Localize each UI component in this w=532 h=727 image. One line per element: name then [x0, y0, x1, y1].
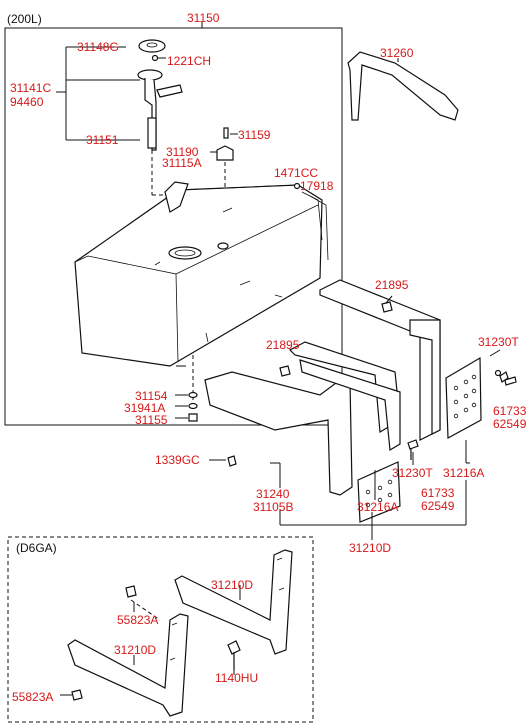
d6ga-strap-rear [174, 549, 293, 655]
part-label-31216a-right[interactable]: 31216A [443, 466, 485, 480]
part-label-31148g[interactable]: 31148G [77, 40, 119, 54]
part-label-31230t-lower[interactable]: 31230T [392, 466, 433, 480]
drain-plug [188, 413, 198, 422]
sender-unit-part [137, 69, 163, 81]
bolt-b [499, 371, 517, 386]
part-label-31210d-d6ga-rear[interactable]: 31210D [211, 578, 254, 592]
part-label-31260[interactable]: 31260 [380, 46, 414, 60]
part-label-94460[interactable]: 94460 [10, 95, 44, 109]
filler-cap-part [216, 145, 234, 161]
part-label-31155[interactable]: 31155 [135, 413, 168, 427]
part-label-31159[interactable]: 31159 [238, 128, 271, 142]
part-label-31216a-lower[interactable]: 31216A [357, 500, 399, 514]
variant-d6ga-label: (D6GA) [16, 541, 57, 555]
part-label-31240[interactable]: 31240 [256, 487, 290, 501]
part-label-31210d-main[interactable]: 31210D [349, 541, 392, 555]
drain-washer [188, 391, 198, 399]
part-label-21895-upper[interactable]: 21895 [375, 278, 409, 292]
part-label-31210d-d6ga-front[interactable]: 31210D [114, 643, 157, 657]
d6ga-strap-front [67, 613, 189, 717]
part-label-61733-lower[interactable]: 61733 [421, 486, 455, 500]
part-label-55823a-upper[interactable]: 55823A [117, 613, 159, 627]
part-label-21895-lower[interactable]: 21895 [266, 338, 300, 352]
part-label-31941a[interactable]: 31941A [124, 401, 166, 415]
part-label-31154[interactable]: 31154 [135, 389, 168, 403]
variant-200l-label: (200L) [7, 12, 42, 26]
part-label-31151[interactable]: 31151 [86, 133, 119, 147]
part-label-62549-right[interactable]: 62549 [493, 417, 527, 431]
part-label-1471cc[interactable]: 1471CC [274, 166, 319, 180]
d6ga-bolt [227, 640, 241, 670]
part-label-31230t-right[interactable]: 31230T [478, 335, 519, 349]
part-label-1339gc[interactable]: 1339GC [155, 453, 200, 467]
part-label-62549-lower[interactable]: 62549 [421, 499, 455, 513]
part-label-17918[interactable]: 17918 [300, 179, 334, 193]
bracket-plate-b [445, 356, 482, 439]
nut-b [279, 365, 291, 377]
d6ga-nut-a [125, 585, 137, 598]
front-strap [204, 371, 353, 496]
part-label-31141c[interactable]: 31141C [10, 81, 52, 95]
part-label-31115a[interactable]: 31115A [162, 156, 202, 170]
part-label-61733-right[interactable]: 61733 [493, 404, 527, 418]
nut-c [227, 455, 237, 467]
cap-part [138, 39, 166, 53]
part-label-31190[interactable]: 31190 [166, 145, 199, 159]
part-label-1140hu[interactable]: 1140HU [215, 671, 259, 685]
part-label-31150[interactable]: 31150 [187, 11, 220, 25]
tank-strap-part [347, 51, 459, 121]
nut-a [381, 301, 393, 313]
part-label-55823a-lower[interactable]: 55823A [12, 690, 54, 704]
part-label-1221ch[interactable]: 1221CH [167, 54, 212, 68]
bolt-a [407, 439, 419, 460]
d6ga-nut-b [71, 689, 83, 701]
d6ga-frame [7, 536, 314, 723]
part-label-31105b[interactable]: 31105B [253, 500, 294, 514]
